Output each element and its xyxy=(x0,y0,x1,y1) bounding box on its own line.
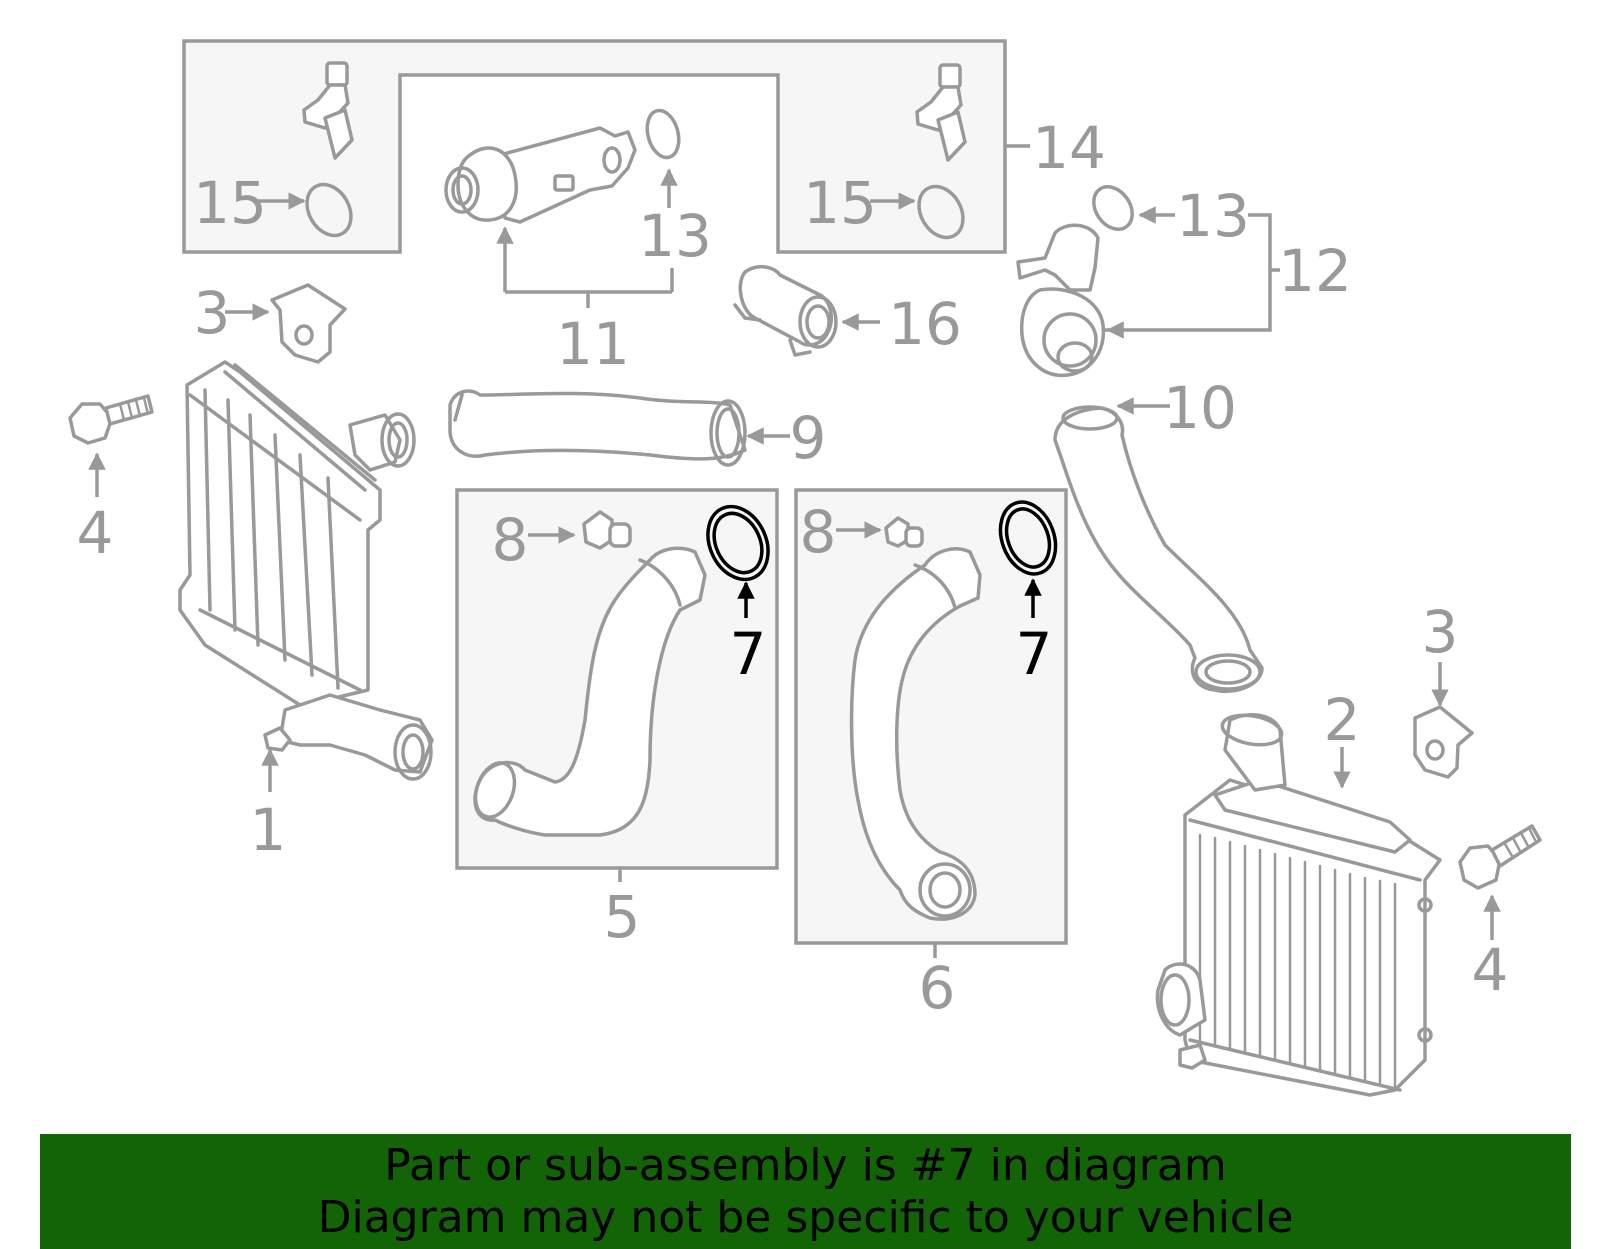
banner-line-2: Diagram may not be specific to your vehi… xyxy=(317,1191,1294,1243)
part-14-sensor-right xyxy=(915,63,967,162)
part-2-intercooler-right xyxy=(1155,713,1442,1097)
callout-5: 5 xyxy=(604,883,641,951)
parts-diagram: 1 2 3 3 4 4 5 6 7 7 8 8 9 10 11 12 13 13… xyxy=(68,39,1542,1097)
callout-9: 9 xyxy=(790,404,827,472)
callout-8-left: 8 xyxy=(492,506,529,574)
part-15-oring-left xyxy=(305,182,353,238)
info-banner: Part or sub-assembly is #7 in diagram Di… xyxy=(40,1134,1571,1249)
callout-3-left: 3 xyxy=(194,279,231,347)
part-7-oring-left xyxy=(706,504,770,582)
part-12-housing xyxy=(1016,223,1106,378)
callout-6: 6 xyxy=(919,954,956,1022)
part-3-bracket-right xyxy=(1413,705,1474,779)
part-11-valve xyxy=(444,126,637,224)
callout-11: 11 xyxy=(556,310,630,378)
callout-10: 10 xyxy=(1163,374,1237,442)
part-6-hose xyxy=(849,547,982,921)
callout-12: 12 xyxy=(1278,237,1352,305)
part-1-intercooler-left xyxy=(178,360,434,781)
part-4-bolt-right xyxy=(1458,824,1542,890)
part-13-oring-right xyxy=(1092,185,1134,231)
part-10-hose xyxy=(1053,405,1264,693)
part-4-bolt-left xyxy=(68,394,154,445)
part-7-oring-right xyxy=(998,500,1058,576)
callout-13-top: 13 xyxy=(638,202,712,270)
callout-2: 2 xyxy=(1324,686,1361,754)
group-box-14 xyxy=(182,39,1007,254)
callout-3-right: 3 xyxy=(1422,598,1459,666)
callout-4-right: 4 xyxy=(1472,936,1509,1004)
callout-14: 14 xyxy=(1032,114,1106,182)
callout-7-right[interactable]: 7 xyxy=(1016,620,1053,688)
part-8-clip-left xyxy=(582,510,632,550)
part-3-bracket-left xyxy=(270,283,347,364)
callout-1: 1 xyxy=(250,796,287,864)
part-8-clip-right xyxy=(884,516,924,548)
part-16-coupler xyxy=(733,264,838,357)
callout-8-right: 8 xyxy=(800,498,837,566)
part-13-oring-top xyxy=(645,108,681,160)
callout-13-right: 13 xyxy=(1176,182,1250,250)
callout-4-left: 4 xyxy=(77,499,114,567)
banner-line-1: Part or sub-assembly is #7 in diagram xyxy=(384,1139,1227,1191)
callout-7-left[interactable]: 7 xyxy=(730,620,767,688)
part-5-hose xyxy=(473,546,707,837)
leader-lines xyxy=(88,144,1501,958)
part-14-sensor-left xyxy=(302,61,354,160)
callout-15-right: 15 xyxy=(803,169,877,237)
callout-16: 16 xyxy=(888,290,962,358)
part-9-hose xyxy=(448,389,747,467)
part-15-oring-right xyxy=(917,184,965,240)
callout-15-left: 15 xyxy=(193,169,267,237)
